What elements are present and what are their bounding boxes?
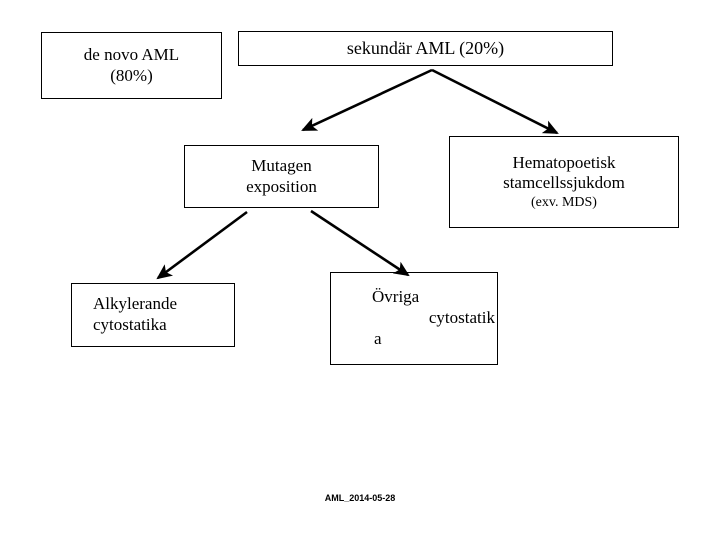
node-hematopoetisk-line-3: (exv. MDS) — [531, 195, 597, 211]
arrow-mutagen-to-alkylerande — [156, 210, 248, 280]
node-mutagen-exposition-line-2: exposition — [246, 176, 317, 196]
node-de-novo-aml-line-2: (80%) — [110, 65, 153, 85]
node-sekundar-aml[interactable]: sekundär AML (20%) — [238, 31, 613, 66]
node-alkylerande-line-2: cytostatika — [93, 315, 167, 334]
node-alkylerande-cytostatika[interactable]: Alkylerande cytostatika — [71, 283, 235, 347]
node-hematopoetisk-line-1: Hematopoetisk — [512, 152, 616, 172]
node-ovriga-line-1: Övriga — [372, 287, 420, 307]
footer-stamp: AML_2014-05-28 — [324, 493, 396, 503]
node-ovriga-line-2: cytostatik — [428, 308, 495, 328]
node-ovriga-cytostatika[interactable]: Övriga cytostatik a — [330, 272, 498, 365]
node-alkylerande-line-1: Alkylerande — [93, 294, 178, 314]
node-de-novo-aml-line-1: de novo AML — [83, 44, 180, 64]
node-ovriga-line-3: a — [374, 328, 382, 348]
node-mutagen-exposition-line-1: Mutagen — [251, 155, 312, 175]
node-hematopoetisk-stamcellssjukdom[interactable]: Hematopoetisk stamcellssjukdom (exv. MDS… — [449, 136, 679, 228]
node-mutagen-exposition[interactable]: Mutagen exposition — [184, 145, 379, 208]
arrow-sekundar-to-hematopoetisk — [431, 68, 559, 135]
node-hematopoetisk-line-2: stamcellssjukdom — [503, 173, 625, 193]
arrow-mutagen-to-ovriga — [310, 209, 410, 277]
arrow-sekundar-to-mutagen — [301, 68, 433, 132]
node-de-novo-aml[interactable]: de novo AML (80%) — [41, 32, 222, 99]
node-sekundar-aml-line-1: sekundär AML (20%) — [346, 37, 505, 58]
